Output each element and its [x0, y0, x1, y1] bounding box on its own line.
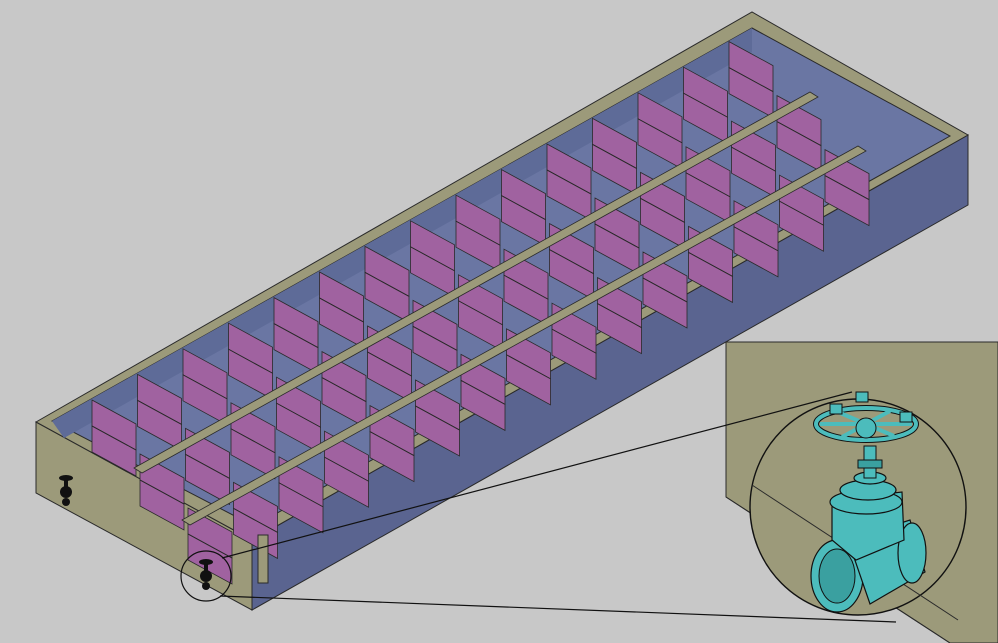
baffle-fold-line — [91, 425, 137, 451]
baffle-fold-line — [233, 508, 278, 533]
baffle-fold-line — [137, 400, 182, 425]
baffle-fold-line — [410, 246, 455, 272]
baffle-fold-line — [592, 144, 637, 169]
interior-back-wall — [52, 28, 752, 438]
baffle-fold-line — [139, 479, 185, 505]
baffle-fold-line — [733, 226, 779, 252]
baffle-fold-line — [549, 249, 594, 274]
baffle-fold-line — [319, 297, 364, 323]
baffle-fold-line — [637, 118, 683, 144]
baffle-fold-line — [688, 252, 733, 277]
baffle-fold-line — [228, 348, 273, 374]
baffle-fold-line — [230, 428, 276, 454]
baffle-fold-line — [455, 220, 501, 246]
baffle-fold-line — [187, 533, 233, 559]
baffle-fold-line — [685, 172, 731, 198]
baffle-fold-line — [597, 303, 642, 328]
baffle-fold-line — [367, 351, 412, 377]
baffle-fold-line — [683, 92, 728, 118]
baffle-fold-line — [503, 274, 549, 300]
magnifier-source-circle — [180, 550, 232, 602]
baffle-fold-line — [642, 277, 688, 303]
baffle-fold-line — [324, 456, 369, 482]
baffle-fold-line — [501, 195, 546, 220]
baffle-fold-line — [460, 380, 506, 405]
baffle-fold-line — [412, 326, 458, 351]
baffle-fold-line — [640, 198, 685, 223]
baffle-fold-line — [415, 405, 460, 431]
valve-front-corner — [199, 559, 213, 590]
baffle-fold-line — [546, 169, 592, 195]
baffle-fold-line — [321, 377, 367, 402]
baffle-fold-line — [182, 374, 228, 400]
baffle-fold-line — [458, 300, 503, 326]
baffle-fold-line — [273, 323, 319, 348]
baffle-fold-line — [551, 328, 597, 354]
leader-line-bottom — [219, 595, 897, 623]
channel-dividers — [133, 91, 867, 526]
baffle-fold-line — [369, 431, 415, 456]
baffle-fold-line — [364, 272, 410, 297]
baffle-fold-line — [185, 454, 230, 479]
baffle-fold-line — [731, 146, 776, 172]
gate-valve-icon — [810, 391, 927, 613]
baffle-fold-line — [779, 200, 824, 226]
valve-left-end — [59, 475, 73, 506]
baffle-fold-line — [776, 121, 822, 146]
channel-divider-wall — [133, 91, 819, 474]
leader-line-top — [221, 391, 853, 559]
baffle-fold-line — [824, 175, 870, 200]
baffle-fold-line — [506, 354, 551, 380]
channel-divider-wall — [181, 145, 867, 526]
baffle-fold-line — [728, 67, 774, 92]
baffle-fold-line — [594, 223, 640, 249]
baffle-fold-line — [278, 482, 324, 508]
drain-slot — [257, 534, 269, 584]
baffle-fold-line — [276, 402, 321, 428]
